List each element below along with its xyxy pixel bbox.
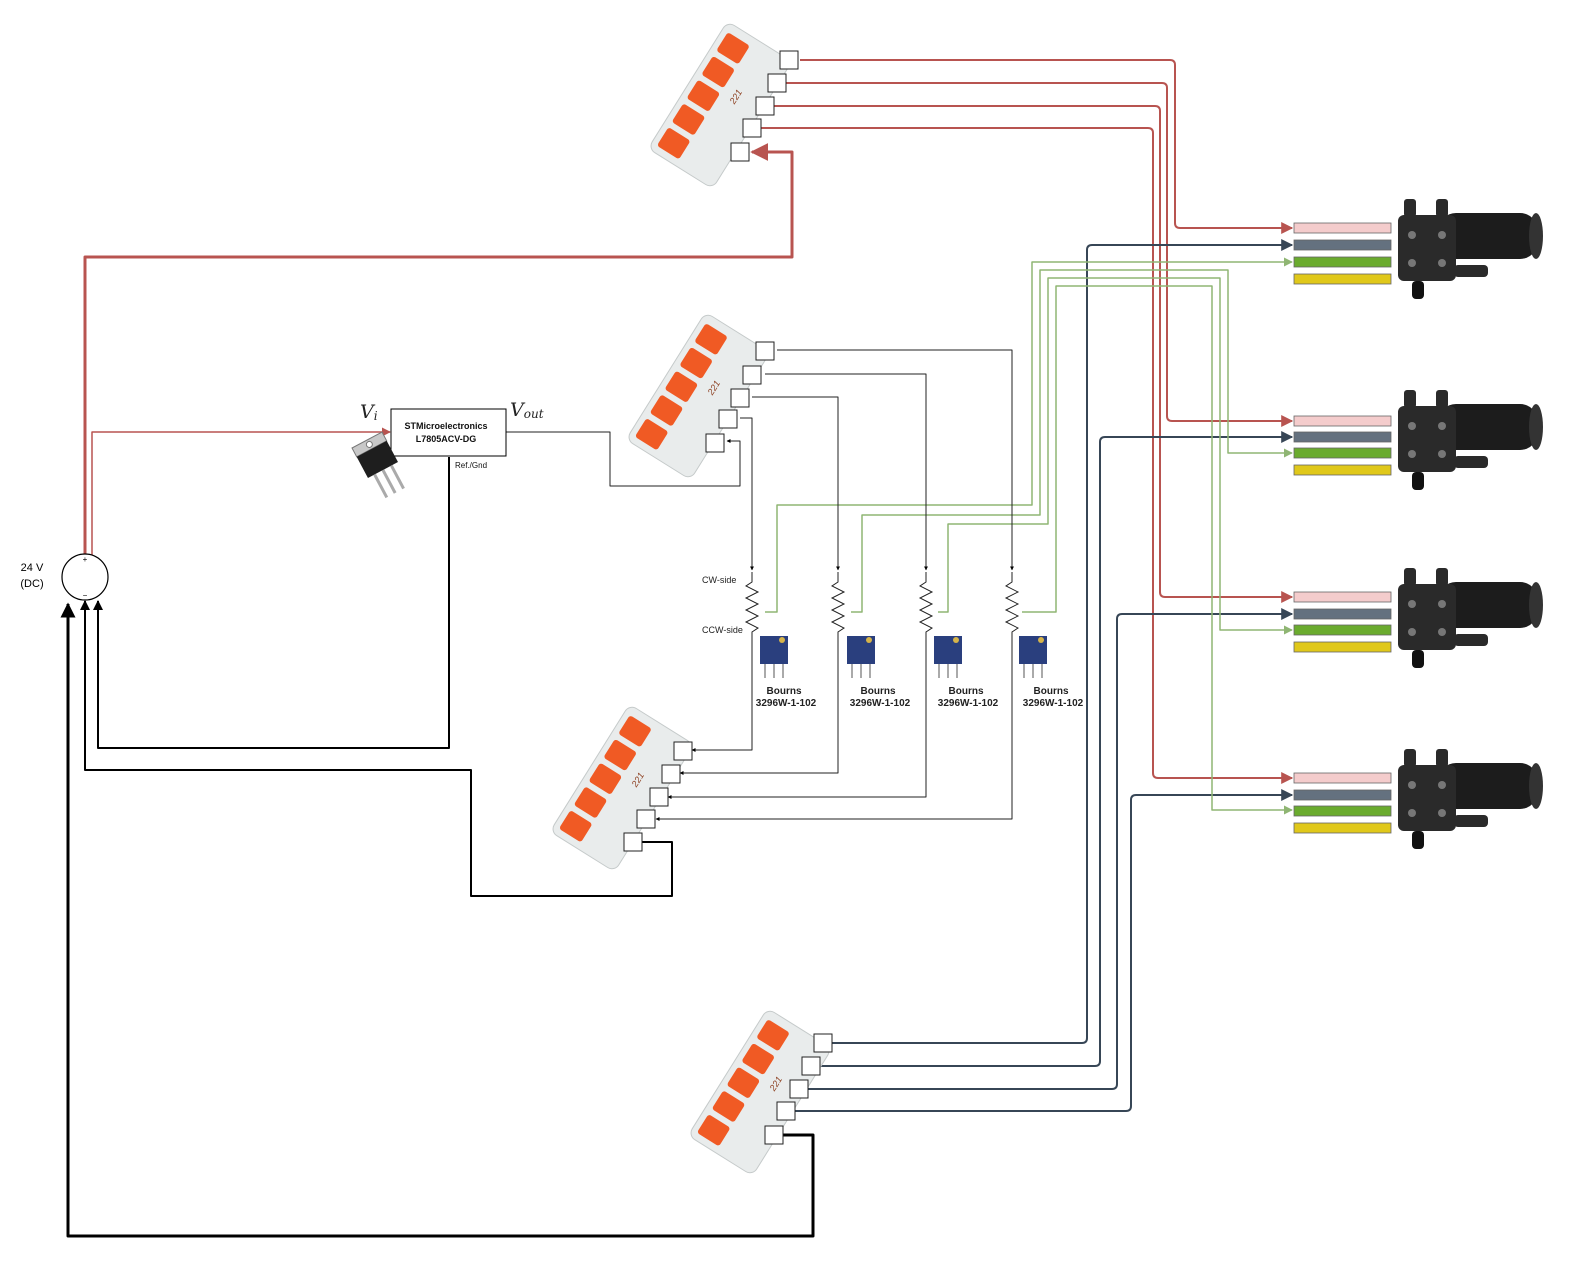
regulator-vout-label: Vout: [510, 399, 544, 421]
pot-1-part: 3296W-1-102: [756, 698, 817, 709]
wire-5v-pot-1: [740, 417, 754, 571]
wire-green-pot-4: [1022, 285, 1293, 815]
wire-regulator-gnd: [93, 457, 450, 749]
wire-dark-pump-1: [830, 239, 1294, 1044]
wire-red-pump-2: [786, 82, 1294, 427]
regulator-part: L7805ACV-DG: [416, 434, 477, 444]
wire-5v-pot-3: [765, 373, 928, 571]
wire-red-pump-1: [800, 59, 1294, 234]
wire-pot-3-ccw: [667, 640, 927, 799]
wire-lower-wago-gnd: [80, 600, 673, 897]
wire-pot-1-ccw: [691, 640, 753, 752]
trimmer-potentiometer-icon: [847, 636, 875, 678]
pump-wire-stubs: [1293, 222, 1392, 834]
dc-pump-motor-icon: [1398, 749, 1543, 849]
source-plus: +: [83, 555, 88, 564]
wire-dark-pump-4: [793, 789, 1294, 1112]
pot-1-brand: Bourns: [767, 686, 802, 697]
wire-pot-4-ccw: [655, 640, 1013, 821]
wire-24v-to-top-wago: [83, 143, 794, 555]
regulator-box: [390, 408, 507, 457]
wago-221-connector-icon: 221: [690, 1010, 830, 1174]
trimmer-potentiometer-icon: [934, 636, 962, 678]
pot-3-part: 3296W-1-102: [938, 698, 999, 709]
trimmer-potentiometer-icon: [760, 636, 788, 678]
pot-2-brand: Bourns: [861, 686, 896, 697]
dc-pump-motor-icon: [1398, 390, 1543, 490]
wire-5v-pot-4: [777, 349, 1014, 571]
source-voltage-label: 24 V: [21, 562, 44, 574]
ccw-side-label: CCW-side: [702, 625, 743, 635]
wire-pot-2-ccw: [679, 640, 839, 775]
wago-221-connector-icon: 221: [628, 314, 768, 478]
to-220-regulator-icon: [351, 431, 405, 499]
wire-green-pot-1: [765, 257, 1293, 613]
dc-source-icon: + −: [61, 553, 109, 601]
dc-pump-motor-icon: [1398, 199, 1543, 299]
wire-red-pump-4: [761, 127, 1294, 784]
pot-2-part: 3296W-1-102: [850, 698, 911, 709]
pot-4-brand: Bourns: [1034, 686, 1069, 697]
wire-24v-to-regulator: [91, 427, 391, 555]
pot-4-part: 3296W-1-102: [1023, 698, 1084, 709]
wago-terminals: [623, 50, 833, 1145]
wire-5v-pot-2: [752, 396, 840, 571]
regulator-gnd-label: Ref./Gnd: [455, 461, 487, 470]
dc-pump-motor-icon: [1398, 568, 1543, 668]
wire-red-pump-3: [774, 105, 1294, 603]
source-minus: −: [83, 591, 88, 600]
regulator-vin-label: Vi: [360, 401, 378, 423]
wires: [60, 59, 1294, 1238]
pot-resistor-symbols: [744, 572, 1020, 640]
wire-dark-pump-2: [818, 431, 1294, 1067]
regulator-name: STMicroelectronics: [404, 421, 487, 431]
source-type-label: (DC): [20, 578, 43, 590]
wire-dark-pump-3: [806, 608, 1294, 1090]
wago-221-connector-icon: 221: [552, 706, 692, 870]
wire-green-pot-2: [851, 269, 1293, 613]
wire-bottom-wago-gnd: [60, 602, 815, 1238]
cw-side-label: CW-side: [702, 575, 736, 585]
wire-green-pot-3: [938, 277, 1293, 635]
pot-3-brand: Bourns: [949, 686, 984, 697]
trimmer-potentiometer-icon: [1019, 636, 1047, 678]
wire-vout-to-middle-wago: [506, 431, 741, 487]
